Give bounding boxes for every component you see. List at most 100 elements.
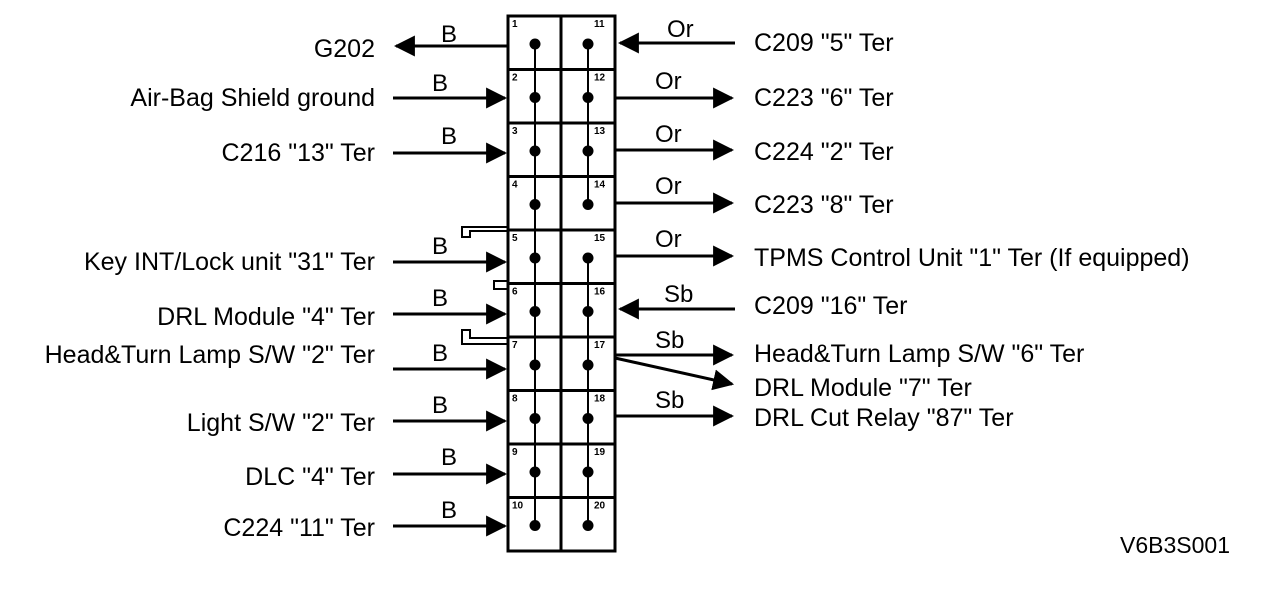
pin-number: 12	[594, 73, 606, 84]
pin-number: 7	[512, 340, 518, 351]
left-connection-airbag: Air-Bag Shield ground B	[130, 70, 508, 112]
left-connection-g202: G202 B	[314, 21, 508, 63]
left-connection-head-turn: Head&Turn Lamp S/W "2" Ter B	[45, 340, 508, 380]
pin-number: 10	[512, 501, 524, 512]
connection-label: C223 "8" Ter	[754, 191, 894, 219]
connection-label: G202	[314, 35, 375, 63]
pin-contact-dot	[529, 306, 541, 317]
wire-color: B	[432, 233, 448, 260]
pin-number: 18	[594, 394, 606, 405]
pin-contact-dot	[582, 413, 594, 424]
pin-contact-dot	[529, 359, 541, 371]
wire-color: Or	[655, 68, 682, 95]
pin-number: 5	[512, 233, 518, 244]
connection-label: C216 "13" Ter	[222, 139, 376, 167]
pin-contact-dot	[529, 520, 541, 531]
pin-contact-dot	[582, 145, 594, 157]
left-connection-drl-module: DRL Module "4" Ter B	[157, 285, 508, 331]
wire-color: Or	[655, 226, 682, 253]
right-connection-drl-module-7: DRL Module "7" Ter	[614, 356, 972, 402]
pin-contact-dot	[582, 520, 594, 531]
pin-number: 15	[594, 233, 606, 244]
wire-color: B	[441, 497, 457, 524]
connection-label: DRL Cut Relay "87" Ter	[754, 404, 1014, 432]
pin-number: 14	[594, 180, 606, 191]
pin-contact-dot	[529, 145, 541, 157]
pin-contact-dot	[582, 466, 594, 478]
pin-number: 3	[512, 126, 518, 137]
pin-number: 20	[594, 501, 606, 512]
wire-color: B	[432, 285, 448, 312]
right-connection-head-turn-6: Sb Head&Turn Lamp S/W "6" Ter	[615, 327, 1084, 368]
connection-label: Head&Turn Lamp S/W "6" Ter	[754, 340, 1084, 368]
pin-number: 8	[512, 394, 518, 405]
pin-number: 1	[512, 19, 518, 30]
connection-label: C209 "16" Ter	[754, 292, 908, 320]
pin-contact-dot	[582, 306, 594, 317]
connection-label: Light S/W "2" Ter	[187, 409, 375, 437]
pin-contact-dot	[529, 413, 541, 424]
pin-contact-dot	[529, 252, 541, 264]
wire-color: B	[432, 392, 448, 419]
pin-number: 16	[594, 287, 606, 298]
pin-contact-dot	[582, 92, 594, 103]
shield-jumper-mid	[493, 280, 508, 290]
connection-label: Key INT/Lock unit "31" Ter	[84, 248, 375, 276]
shield-jumper-top	[461, 226, 508, 238]
left-connection-c224: C224 "11" Ter B	[223, 497, 508, 542]
left-connection-dlc: DLC "4" Ter B	[245, 444, 508, 491]
pin-number: 2	[512, 73, 518, 84]
wire-color: Or	[655, 121, 682, 148]
pin-contact-dot	[529, 466, 541, 478]
wire-color: Sb	[655, 327, 684, 354]
right-connection-c224-2: Or C224 "2" Ter	[615, 121, 894, 166]
diagram-reference-code: V6B3S001	[1120, 532, 1230, 558]
connection-label: C224 "2" Ter	[754, 138, 894, 166]
connection-label: Air-Bag Shield ground	[130, 84, 375, 112]
pin-number: 17	[594, 340, 606, 351]
pin-number: 11	[594, 19, 605, 30]
wire-color: Or	[667, 16, 694, 43]
connection-label: C209 "5" Ter	[754, 29, 894, 57]
pin-number: 9	[512, 447, 518, 458]
right-connection-drl-cut-relay: Sb DRL Cut Relay "87" Ter	[615, 387, 1014, 432]
connection-label: C224 "11" Ter	[223, 514, 375, 542]
pin-contact-dot	[529, 92, 541, 103]
connection-label: Head&Turn Lamp S/W "2" Ter	[45, 341, 375, 369]
left-connection-key-int: Key INT/Lock unit "31" Ter B	[84, 233, 508, 276]
right-connection-c223-6: Or C223 "6" Ter	[615, 68, 894, 112]
right-connection-c223-8: Or C223 "8" Ter	[615, 173, 894, 219]
pin-number: 13	[594, 126, 606, 137]
wire-color: B	[432, 340, 448, 367]
arrow-out	[614, 356, 735, 391]
connection-label: TPMS Control Unit "1" Ter (If equipped)	[754, 244, 1190, 272]
connection-label: C223 "6" Ter	[754, 84, 894, 112]
pin-number: 4	[512, 180, 518, 191]
wire-color: B	[432, 70, 448, 97]
connection-label: DLC "4" Ter	[245, 463, 375, 491]
wire-color: B	[441, 21, 457, 48]
wire-color: B	[441, 444, 457, 471]
right-connection-tpms: Or TPMS Control Unit "1" Ter (If equippe…	[615, 226, 1190, 272]
wire-color: B	[441, 123, 457, 150]
left-connection-c216: C216 "13" Ter B	[222, 123, 508, 167]
connection-label: DRL Module "7" Ter	[754, 374, 972, 402]
right-connection-c209-16: Sb C209 "16" Ter	[617, 281, 908, 320]
pin-number: 19	[594, 447, 606, 458]
connector-block	[506, 14, 617, 553]
connection-label: DRL Module "4" Ter	[157, 303, 375, 331]
pin-contact-dot	[582, 38, 594, 50]
wire-color: Sb	[655, 387, 684, 414]
wire-color: Sb	[664, 281, 693, 308]
right-connection-c209-5: Or C209 "5" Ter	[617, 16, 894, 57]
pin-number: 6	[512, 287, 518, 298]
left-connection-light-sw: Light S/W "2" Ter B	[187, 392, 508, 437]
pin-contact-dot	[529, 199, 541, 210]
pin-contact-dot	[582, 359, 594, 371]
pin-contact-dot	[529, 38, 541, 50]
shield-jumper-bottom	[461, 329, 508, 345]
wire-color: Or	[655, 173, 682, 200]
pin-contact-dot	[582, 252, 594, 264]
pin-contact-dot	[582, 199, 594, 210]
